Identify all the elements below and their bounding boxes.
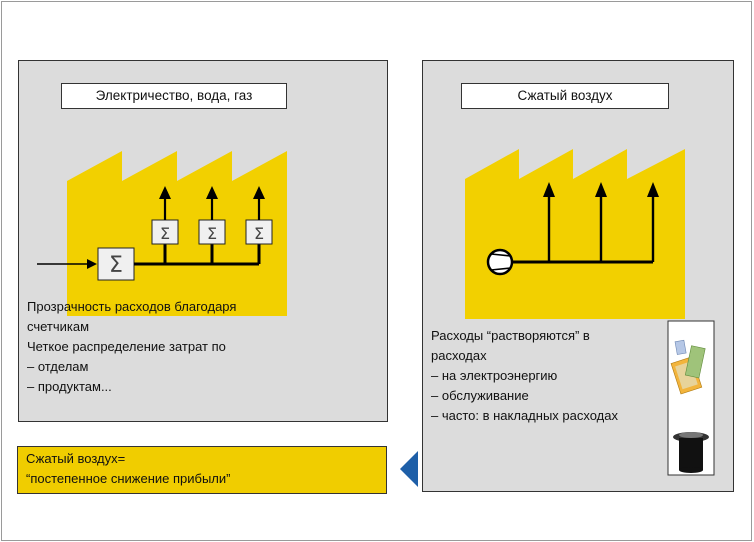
air-outlet-3 bbox=[647, 182, 659, 262]
factory-building bbox=[465, 149, 685, 319]
unmetered-factory-diagram bbox=[465, 149, 685, 319]
conclusion-line-1: Сжатый воздух= bbox=[26, 451, 126, 466]
left-panel: Электричество, вода, газ Σ Σ Σ Σ bbox=[18, 60, 388, 422]
left-panel-text-allocation: Четкое распределение затрат по – отделам… bbox=[27, 339, 226, 394]
svg-text:Σ: Σ bbox=[207, 224, 217, 243]
right-panel-text-costs: Расходы “растворяются” в расходах – на э… bbox=[431, 328, 618, 423]
conclusion-box: Сжатый воздух= “постепенное снижение при… bbox=[17, 446, 387, 494]
conclusion-line-2: “постепенное снижение прибыли” bbox=[26, 471, 231, 486]
sub-meter-1: Σ bbox=[151, 186, 179, 264]
air-outlet-2 bbox=[595, 182, 607, 262]
right-panel-title: Сжатый воздух bbox=[461, 83, 669, 109]
main-meter-symbol: Σ bbox=[109, 253, 123, 278]
svg-text:Σ: Σ bbox=[160, 224, 170, 243]
air-outlet-1 bbox=[543, 182, 555, 262]
left-panel-text-transparency: Прозрачность расходов благодаря счетчика… bbox=[27, 299, 237, 334]
left-panel-title: Электричество, вода, газ bbox=[61, 83, 287, 109]
sub-meter-3: Σ bbox=[245, 186, 273, 264]
pointer-triangle-icon bbox=[400, 451, 418, 487]
svg-text:Σ: Σ bbox=[254, 224, 264, 243]
right-panel: Сжатый воздух Расходы “растворяются” в р… bbox=[422, 60, 734, 492]
compressor-icon bbox=[486, 248, 514, 276]
metered-factory-diagram: Σ Σ Σ Σ bbox=[37, 151, 287, 316]
money-into-drain-icon bbox=[667, 320, 715, 476]
sub-meter-2: Σ bbox=[198, 186, 226, 264]
